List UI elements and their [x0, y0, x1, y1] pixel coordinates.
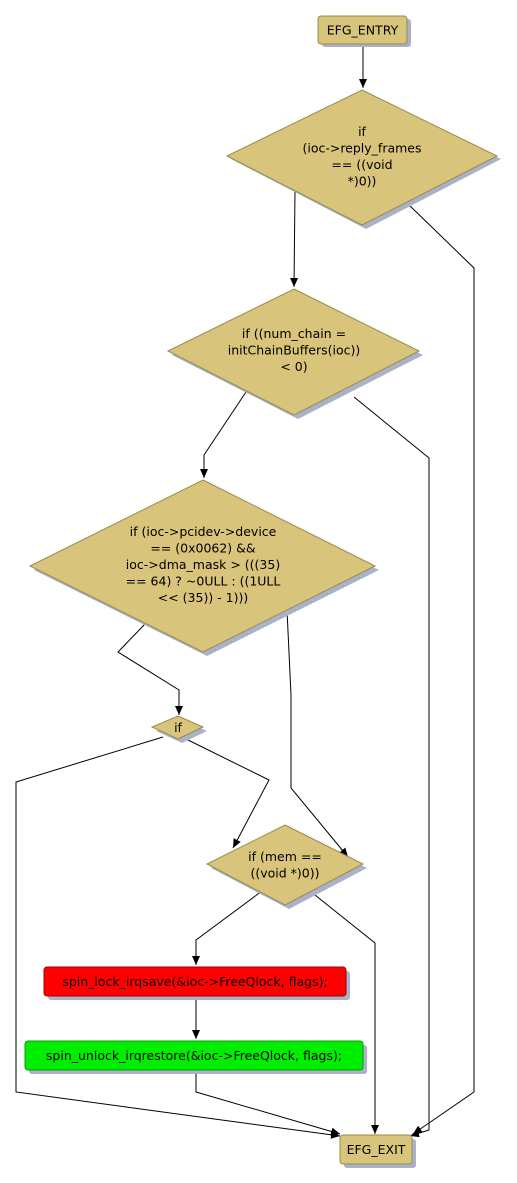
- node-d3-label: if (ioc->pcidev->device == (0x0062) &&ioc…: [126, 524, 281, 605]
- node-exit-box: [339, 1134, 413, 1165]
- label-line: (ioc->reply_frames: [302, 141, 421, 156]
- edge-d4-d5: [183, 737, 270, 849]
- node-d3-diamond: [28, 479, 377, 653]
- edge-d1-d2: [290, 189, 299, 288]
- node-lock-box: [43, 966, 347, 997]
- node-entry-box: [317, 15, 408, 45]
- node-exit-label: EFG_EXIT: [347, 1142, 406, 1157]
- label-line: == 64) ? ~0ULL : ((1ULL: [126, 574, 281, 589]
- label-line: if ((num_chain =: [242, 326, 346, 341]
- node-decision-if: if: [150, 715, 207, 743]
- node-entry-label: EFG_ENTRY: [327, 23, 399, 38]
- edge-d3-d5: [286, 609, 349, 858]
- edge-unlock-exit: [195, 1070, 341, 1136]
- edge-d2-exit: [353, 396, 430, 1138]
- label-line: == (0x0062) &&: [150, 541, 256, 556]
- edge-d3-d4: [117, 623, 183, 715]
- node-d4-diamond: [150, 715, 205, 740]
- label-line: if (mem ==: [248, 849, 322, 864]
- label-line: == ((void: [331, 157, 392, 172]
- node-d5-diamond: [205, 824, 365, 906]
- edge-d4-exit: [15, 736, 341, 1139]
- node-d2-label: if ((num_chain = initChainBuffers(ioc))< …: [228, 326, 361, 374]
- node-decision-num-chain: if ((num_chain = initChainBuffers(ioc))< …: [166, 288, 423, 419]
- label-line: if: [358, 124, 366, 139]
- label-line: initChainBuffers(ioc)): [228, 343, 361, 358]
- label-line: if (ioc->pcidev->device: [130, 524, 277, 539]
- node-unlock-label: spin_unlock_irqrestore(&ioc->FreeQlock, …: [46, 1048, 342, 1063]
- node-exit: EFG_EXIT: [339, 1134, 416, 1168]
- node-decision-pcidev-device: if (ioc->pcidev->device == (0x0062) &&ioc…: [28, 479, 379, 656]
- label-line: ioc->dma_mask > (((35): [126, 557, 280, 572]
- edge-d1-exit: [406, 202, 475, 1135]
- node-d5-label: if (mem == ((void *)0)): [248, 849, 322, 881]
- node-spin-unlock: spin_unlock_irqrestore(&ioc->FreeQlock, …: [24, 1040, 367, 1074]
- node-d1-diamond: [225, 89, 499, 226]
- label-line: if: [174, 720, 182, 735]
- node-entry: EFG_ENTRY: [317, 15, 411, 47]
- label-line: ((void *)0)): [250, 866, 319, 881]
- node-lock-label: spin_lock_irqsave(&ioc->FreeQlock, flags…: [62, 974, 327, 989]
- edges: [15, 45, 475, 1139]
- label-line: << (35)) - 1))): [158, 590, 249, 605]
- label-line: *)0)): [348, 174, 377, 189]
- node-spin-lock: spin_lock_irqsave(&ioc->FreeQlock, flags…: [43, 966, 350, 1000]
- node-d1-label: if (ioc->reply_frames== ((void *)0)): [302, 124, 421, 189]
- node-d4-label: if: [174, 720, 182, 735]
- node-decision-mem: if (mem == ((void *)0)): [205, 824, 367, 909]
- node-unlock-box: [24, 1040, 364, 1071]
- node-decision-reply-frames: if (ioc->reply_frames== ((void *)0)): [225, 89, 501, 229]
- edge-d5-exit: [309, 890, 379, 1134]
- node-d2-diamond: [166, 288, 421, 416]
- edge-d5-lock: [192, 890, 263, 965]
- edge-d2-d3: [200, 391, 247, 478]
- label-line: < 0): [280, 359, 307, 374]
